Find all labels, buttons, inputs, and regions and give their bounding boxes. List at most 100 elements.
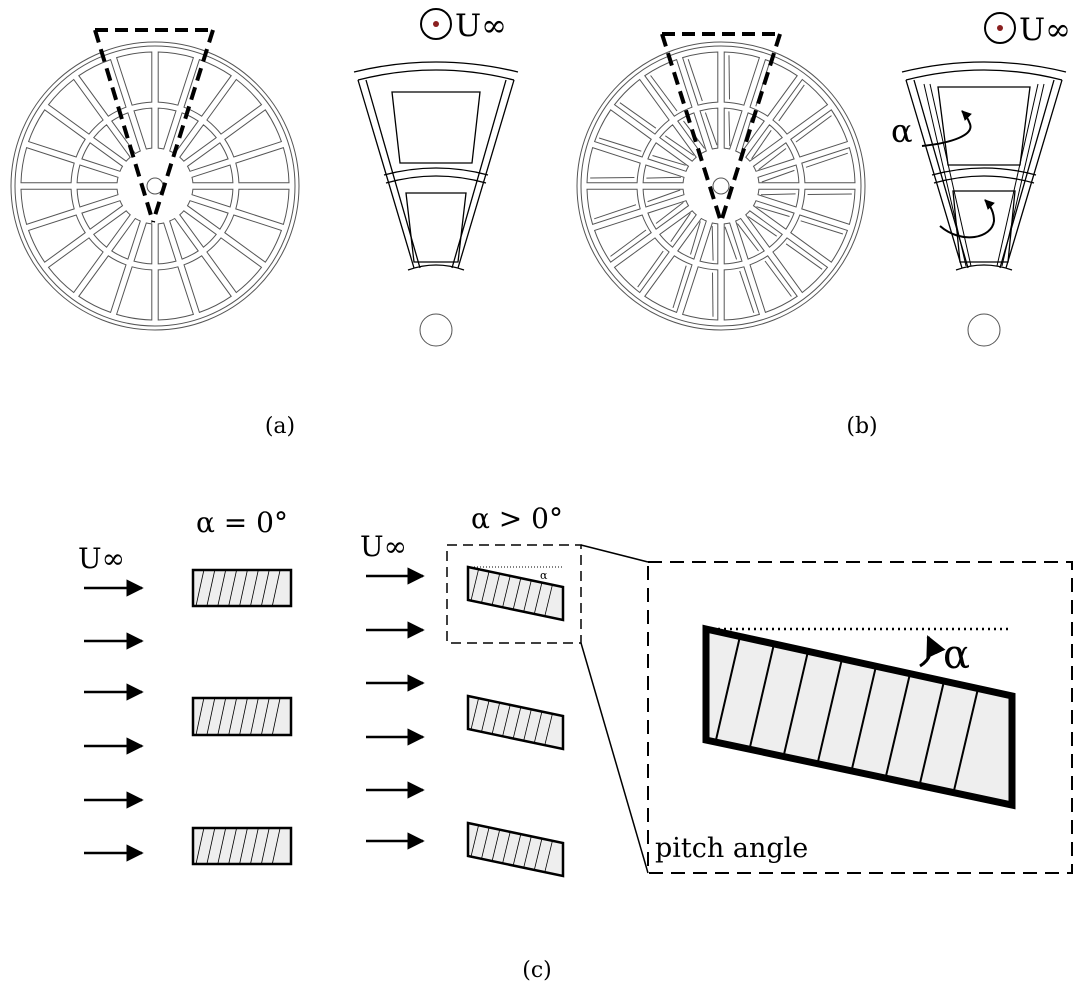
segment-inner-rim (955, 264, 1013, 271)
wheel-blade (613, 78, 670, 135)
wheel-b (576, 41, 866, 331)
wheel-blade (115, 51, 153, 106)
blade-edge-line (764, 260, 792, 297)
wheel-blade (644, 255, 693, 314)
caption-c: (c) (522, 958, 552, 983)
panel-c: α = 0° U∞ α > 0° U∞ α α pitch angle (c) (78, 502, 1073, 983)
blade-edge-line (598, 137, 642, 152)
hatch-line (502, 704, 511, 737)
wheel-blade (586, 146, 641, 184)
wheel-blade (81, 200, 124, 230)
flow-out-of-page-icon (420, 8, 452, 40)
hatch-line (512, 834, 522, 866)
wheel-blade (115, 266, 153, 321)
segment-detail-b (901, 61, 1067, 271)
blade-outline (191, 568, 293, 608)
zoom-connector-top (580, 544, 649, 563)
segment-blade-panel (952, 190, 1016, 263)
blade-edge-line (637, 250, 664, 288)
blade-edge-line (1001, 83, 1045, 267)
blade-outline (466, 821, 565, 878)
hatch-line (228, 827, 237, 865)
flow-label-b: U∞ (1019, 12, 1071, 48)
wheel-blade (613, 237, 670, 294)
wheel-blade (191, 188, 234, 208)
blade-edge-line (923, 83, 967, 267)
hatch-line (491, 573, 501, 606)
hatch-line (714, 636, 741, 743)
hatch-line (782, 651, 809, 757)
title-alpha-positive: α > 0° (471, 502, 563, 535)
segment-blade-panel (391, 91, 481, 164)
blade-fill (193, 828, 291, 864)
blade-edge-line (590, 177, 635, 179)
segment-inner-rim (407, 264, 465, 271)
flow-label-c-right: U∞ (360, 530, 407, 563)
wheel-blade (677, 112, 707, 155)
wheel-blade (93, 124, 131, 162)
segment-blade-panel (405, 192, 467, 263)
hatch-line (217, 827, 227, 865)
wheel-rim-inner (14, 45, 296, 327)
hatch-line (271, 697, 281, 736)
blade-edge-line (761, 169, 795, 183)
wheel-blade (681, 266, 719, 321)
blade-edge-line (728, 55, 730, 100)
hatch-line (239, 569, 248, 607)
wheel-blade (183, 58, 232, 117)
blade-edge-line (655, 202, 684, 224)
wheel-blade (723, 107, 743, 150)
wheel-blade (644, 58, 693, 117)
wheel-axle (712, 177, 730, 195)
wheel-blade (235, 188, 290, 226)
hatch-line (481, 700, 490, 732)
caption-a: (a) (265, 414, 295, 439)
zoom-source-box (446, 544, 582, 644)
blade-positive-pitch (466, 694, 565, 751)
wheel-blade (723, 222, 743, 265)
blade-edge-line (739, 270, 755, 313)
wheel-blade (20, 146, 75, 184)
hatch-line (195, 569, 205, 607)
segment-outer-rim (905, 69, 1063, 81)
hatch-line (195, 827, 205, 865)
hatch-line (206, 697, 216, 736)
hatch-line (491, 829, 501, 862)
wheel-blade (659, 124, 697, 162)
wheel-blade (157, 222, 177, 265)
wheel-blade (735, 112, 765, 155)
segment-mid-rim (933, 175, 1035, 184)
blade-edge-line (672, 265, 687, 309)
wheel-blade (186, 200, 229, 230)
blade-edge-line (996, 83, 1039, 267)
blade-outline (191, 696, 293, 737)
blade-fill (706, 629, 1012, 805)
wheel-blade (723, 266, 761, 321)
wheel-blade (801, 188, 856, 226)
blade-edge-line (687, 59, 703, 102)
hatch-line (239, 697, 248, 736)
hatch-line (250, 569, 259, 607)
zoom-box (647, 561, 1073, 874)
wheel-blade (749, 58, 798, 117)
blade-edge-line (760, 193, 796, 196)
segment-mid-rim (385, 175, 487, 184)
segment-outer-rim (353, 61, 519, 73)
hatch-line (533, 582, 543, 615)
hatch-line (544, 713, 553, 746)
wheel-blade (27, 214, 86, 263)
segment-spoke (357, 79, 415, 269)
hatch-line (228, 569, 237, 607)
panel-a: U∞ (a) (10, 8, 519, 439)
blade-fill (468, 567, 563, 620)
hatch-line (544, 584, 553, 617)
wheel-rim-inner (580, 45, 862, 327)
blade-fill (193, 698, 291, 735)
wheel-blade (757, 188, 800, 208)
segment-spoke (1005, 79, 1063, 269)
hatch-line (533, 711, 543, 744)
segment-detail-a (353, 61, 519, 271)
blade-edge-line (619, 102, 657, 129)
flow-label-c-left: U∞ (78, 542, 125, 575)
hatch-line (533, 838, 543, 871)
